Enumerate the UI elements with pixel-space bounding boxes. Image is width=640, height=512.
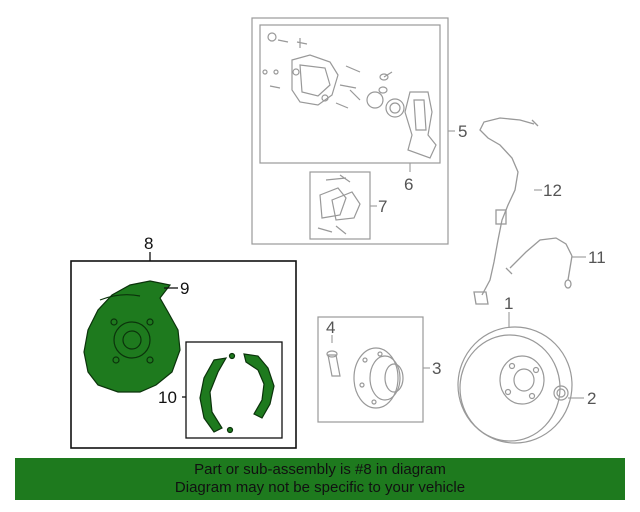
- hub-group: [317, 316, 424, 423]
- banner-line-1: Part or sub-assembly is #8 in diagram: [194, 461, 446, 478]
- callout-5: 5: [458, 122, 467, 141]
- callout-11: 11: [588, 248, 606, 267]
- caliper-body-icon: [291, 54, 339, 106]
- banner-line-2: Diagram may not be specific to your vehi…: [174, 479, 466, 496]
- caliper-group: [251, 17, 449, 245]
- wheel-stud-icon: [326, 350, 341, 377]
- callout-8: 8: [144, 234, 153, 253]
- caliper-bracket-icon: [404, 91, 437, 159]
- callout-3: 3: [432, 359, 441, 378]
- callout-9: 9: [180, 279, 189, 298]
- parking-brake-shoe-icon: [199, 352, 275, 434]
- caliper-inner-box: [259, 24, 441, 164]
- callout-12: 12: [543, 181, 562, 200]
- callout-10: 10: [158, 388, 177, 407]
- rotor-icon: [457, 326, 573, 444]
- callout-2: 2: [587, 389, 596, 408]
- backing-plate-icon: [83, 280, 181, 393]
- hub-box: [317, 316, 424, 423]
- abs-sensor-icon: [473, 117, 539, 305]
- caliper-fittings-icon: [262, 32, 361, 109]
- brake-hose-icon: [505, 237, 573, 289]
- brake-pad-icon: [317, 174, 361, 235]
- caliper-outer-box: [251, 17, 449, 245]
- piston-seal-icon: [366, 71, 405, 118]
- callout-6: 6: [404, 175, 413, 194]
- leader-lines-dark: [149, 252, 186, 398]
- callout-7: 7: [378, 197, 387, 216]
- backing-plate-box: [70, 260, 297, 449]
- hub-bearing-icon: [353, 347, 404, 409]
- callout-1: 1: [504, 294, 513, 313]
- callout-4: 4: [326, 318, 335, 337]
- dust-cap-icon: [553, 385, 569, 401]
- info-banner: Part or sub-assembly is #8 in diagram Di…: [15, 458, 625, 500]
- parking-shoe-box: [185, 341, 283, 439]
- leader-lines: [331, 130, 586, 399]
